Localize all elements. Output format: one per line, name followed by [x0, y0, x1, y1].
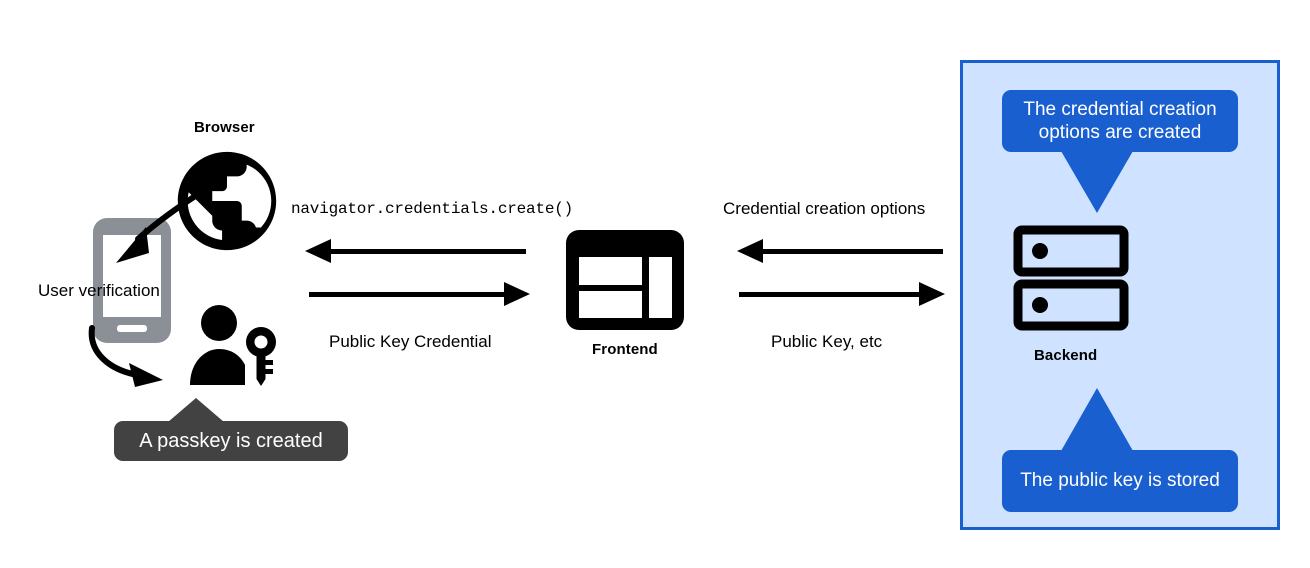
- browser-to-device-curved-arrow: [100, 185, 210, 285]
- passkey-created-callout: A passkey is created: [114, 421, 348, 461]
- person-with-key-icon: [188, 305, 286, 393]
- server-racks-icon: [1013, 225, 1129, 331]
- credential-options-arrow-line: [763, 249, 943, 254]
- public-key-etc-arrow-line: [739, 292, 919, 297]
- public-key-stored-callout: The public key is stored: [1002, 450, 1238, 512]
- frontend-label: Frontend: [592, 341, 658, 358]
- credential-options-callout-pointer: [1061, 151, 1133, 213]
- browser-call-arrow-line: [331, 249, 526, 254]
- credential-creation-options-label: Credential creation options: [723, 199, 926, 218]
- backend-label: Backend: [1034, 347, 1098, 364]
- window-layout-icon: [566, 230, 684, 330]
- browser-call-arrow-head: [305, 239, 331, 263]
- browser-label: Browser: [194, 119, 255, 136]
- public-key-etc-arrow-head: [919, 282, 945, 306]
- credential-options-created-callout: The credential creation options are crea…: [1002, 90, 1238, 152]
- public-key-credential-label: Public Key Credential: [329, 332, 492, 351]
- phone-home-bar: [117, 325, 147, 332]
- passkey-callout-pointer: [168, 398, 224, 422]
- mobile-phone-icon: [93, 218, 171, 343]
- globe-icon: [168, 142, 286, 260]
- public-key-stored-callout-pointer: [1061, 388, 1133, 451]
- public-key-credential-arrow-line: [309, 292, 504, 297]
- credential-options-arrow-head: [737, 239, 763, 263]
- public-key-credential-arrow-head: [504, 282, 530, 306]
- device-to-user-curved-arrow: [85, 325, 210, 395]
- public-key-etc-label: Public Key, etc: [771, 332, 883, 351]
- user-verification-label: User verification: [38, 281, 160, 300]
- navigator-create-label: navigator.credentials.create(): [291, 200, 574, 218]
